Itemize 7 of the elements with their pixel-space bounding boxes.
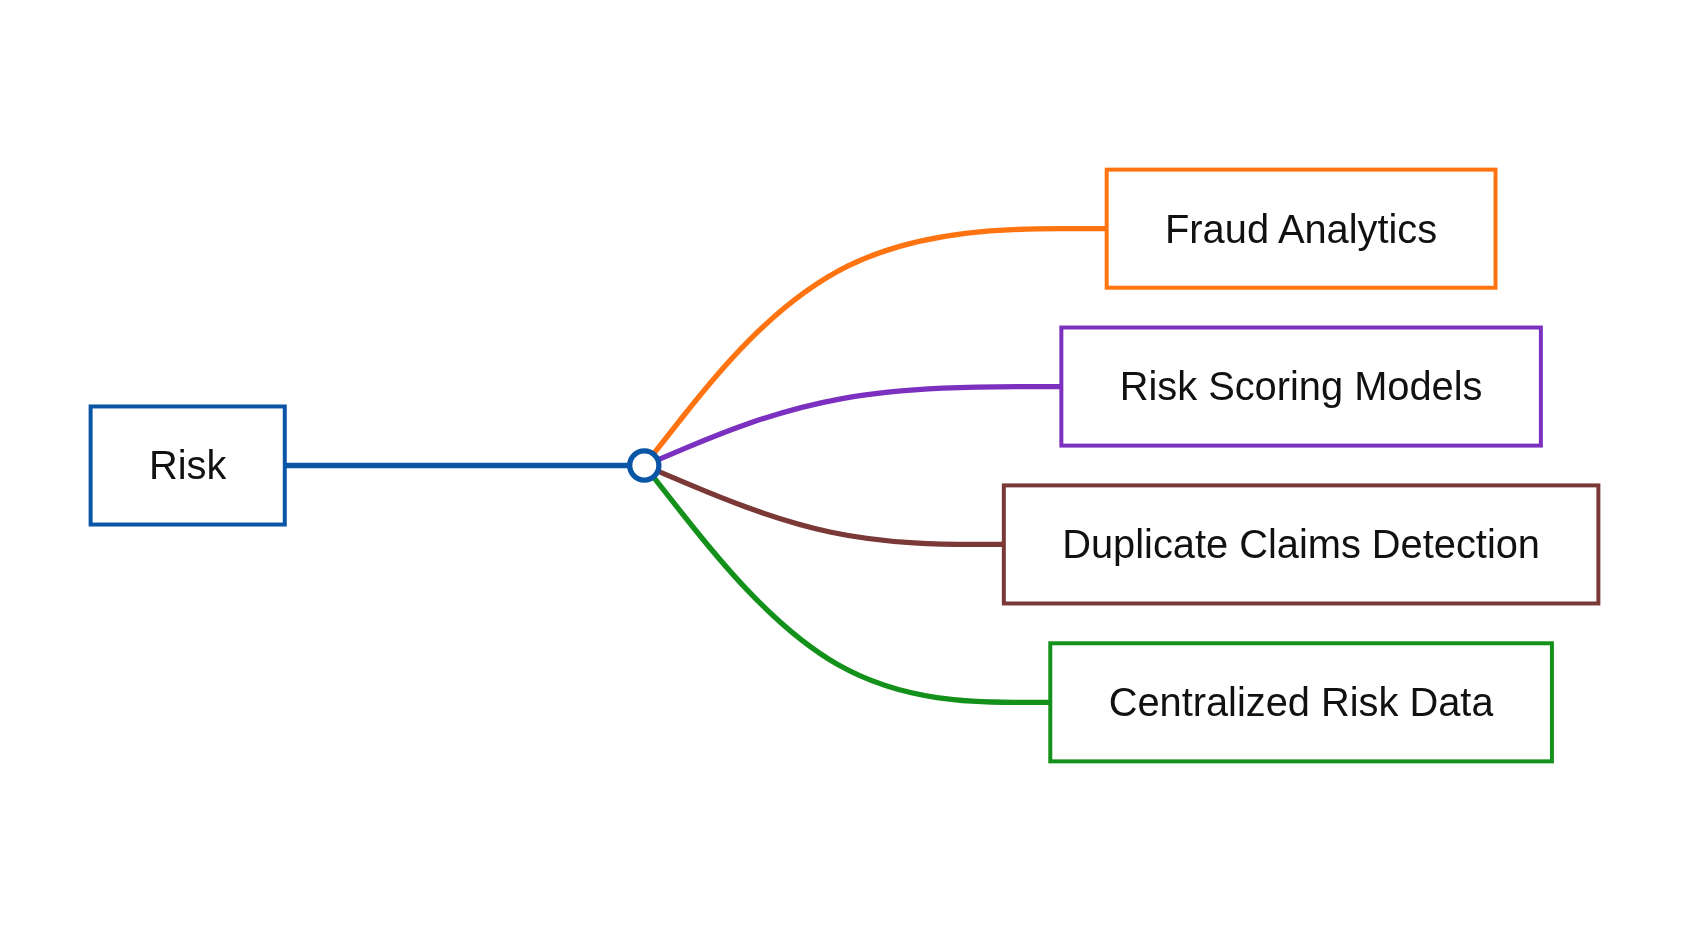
topic-box: Fraud Analytics xyxy=(1104,167,1498,290)
topic-box: Centralized Risk Data xyxy=(1048,641,1554,764)
topic-box: Duplicate Claims Detection xyxy=(1001,483,1601,606)
junction-circle xyxy=(627,448,662,483)
topic-box: Risk Scoring Models xyxy=(1059,325,1543,448)
topic-box: Risk xyxy=(88,404,287,527)
branch-line xyxy=(284,462,630,469)
